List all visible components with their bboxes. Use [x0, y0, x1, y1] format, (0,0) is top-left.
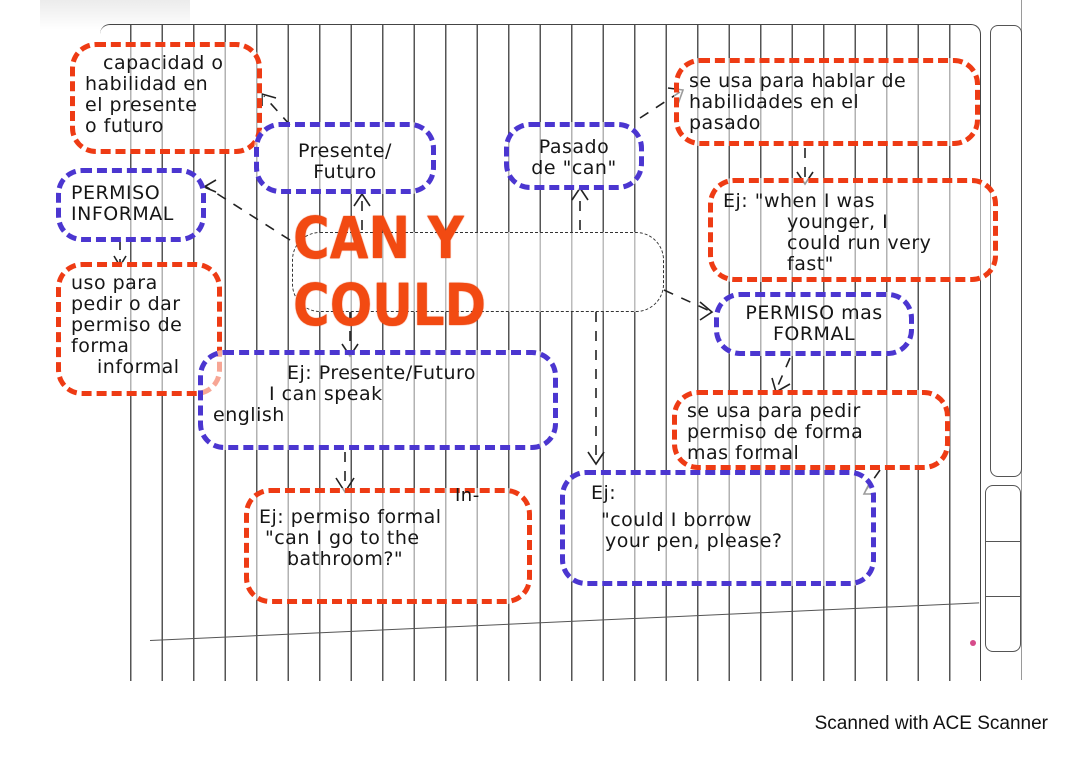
node-uso-formal: se usa para pedir permiso de forma mas f…	[672, 390, 950, 470]
node-permiso-informal: PERMISO INFORMAL	[56, 168, 206, 242]
node-text-line: your pen, please?	[605, 530, 783, 552]
notebook-side-rail-bottom	[985, 485, 1021, 652]
central-topic: CAN Y COULD	[292, 205, 664, 339]
node-text-line: o futuro	[85, 115, 164, 137]
node-presente-futuro: Presente/ Futuro	[254, 122, 436, 194]
node-text-line: "can I go to the	[265, 527, 420, 549]
node-ej-permiso-formal: Ej: "could I borrow your pen, please?	[560, 470, 876, 586]
node-text-line: Futuro	[313, 161, 377, 183]
node-ej-pasado: Ej: "when I was younger, I could run ver…	[708, 178, 998, 282]
node-text-line: Ej: "when I was	[723, 190, 876, 212]
node-text-line: INFORMAL	[71, 203, 174, 225]
node-text-line: PERMISO	[71, 182, 161, 204]
node-habilidades-pasado: se usa para hablar de habilidades en el …	[674, 58, 980, 146]
node-text-line: younger, I	[787, 211, 889, 233]
node-text-line: bathroom?"	[287, 548, 404, 570]
node-text-line: PERMISO mas	[745, 302, 883, 324]
node-text-line: Ej: permiso formal	[259, 506, 442, 528]
node-text-line: se usa para pedir	[687, 400, 861, 422]
node-text-line: Ej: Presente/Futuro	[287, 362, 477, 384]
node-pasado-de-can: Pasado de "can"	[504, 122, 644, 190]
node-uso-informal: uso para pedir o dar permiso de forma in…	[56, 262, 222, 396]
node-text-line: could run very	[787, 232, 932, 254]
node-text-line: habilidad en	[85, 73, 209, 95]
node-text-line: english	[213, 404, 285, 426]
node-prefix-note: In-	[455, 485, 480, 506]
rail-tick	[986, 541, 1020, 542]
node-text-line: I can speak	[269, 383, 383, 405]
ink-dot	[970, 640, 976, 646]
node-text-line: capacidad o	[103, 52, 224, 74]
node-text-line: se usa para hablar de	[689, 70, 907, 92]
node-text-line: Pasado	[538, 136, 610, 158]
node-text-line: pedir o dar	[71, 293, 181, 315]
node-ej-presente: Ej: Presente/Futuro I can speak english	[198, 350, 558, 450]
node-text-line: de "can"	[531, 157, 617, 179]
node-text-line: pasado	[689, 112, 761, 134]
rail-tick	[986, 596, 1020, 597]
node-text-line: Presente/	[298, 140, 392, 162]
node-text-line: FORMAL	[772, 323, 856, 345]
node-text-line: Ej:	[591, 482, 617, 504]
node-text-line: habilidades en el	[689, 91, 860, 113]
node-text-line: forma	[71, 335, 130, 357]
node-text-line: informal	[97, 356, 180, 378]
node-text-line: el presente	[85, 94, 198, 116]
node-capacidad-habilidad: capacidad o habilidad en el presente o f…	[70, 42, 262, 154]
node-permiso-formal: PERMISO mas FORMAL	[714, 292, 914, 356]
node-ej-permiso-informal: In- Ej: permiso formal "can I go to the …	[244, 485, 532, 604]
node-text-line: mas formal	[687, 442, 800, 464]
scanner-watermark: Scanned with ACE Scanner	[814, 713, 1048, 734]
node-text-line: permiso de forma	[687, 421, 864, 443]
node-text-line: uso para	[71, 272, 158, 294]
node-text-line: "could I borrow	[601, 509, 753, 531]
node-text-line: permiso de	[71, 314, 183, 336]
central-topic-title: CAN Y COULD	[293, 205, 487, 339]
node-text-line: fast"	[787, 253, 834, 275]
